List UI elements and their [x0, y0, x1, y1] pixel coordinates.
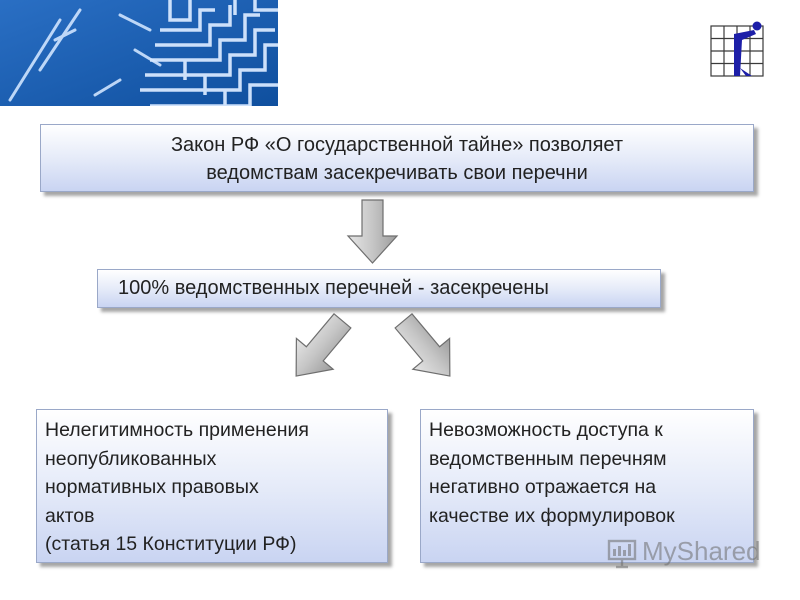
- access-line-4: качестве их формулировок: [429, 504, 675, 527]
- classified-lists-box: 100% ведомственных перечней - засекречен…: [97, 269, 661, 308]
- access-line-1: Невозможность доступа к: [429, 419, 663, 441]
- down-right-arrow-icon: [394, 312, 451, 377]
- illegitimacy-line-4: актов: [45, 504, 95, 527]
- access-line-3: негативно отражается на: [429, 476, 657, 498]
- illegitimacy-line-2: неопубликованных: [45, 447, 217, 470]
- access-line-2: ведомственным перечням: [429, 447, 667, 470]
- illegitimacy-line-1: Нелегитимность применения: [45, 419, 309, 441]
- myshared-watermark: MyShared: [606, 535, 770, 571]
- illegitimacy-line-3: нормативных правовых: [45, 476, 259, 498]
- classified-lists-text: 100% ведомственных перечней - засекречен…: [118, 277, 549, 299]
- watermark-text: MyShared: [642, 536, 761, 566]
- law-statement-line-1: Закон РФ «О государственной тайне» позво…: [170, 134, 624, 156]
- access-impossibility-box: Невозможность доступа к ведомственным пе…: [420, 409, 754, 563]
- down-arrow-icon: [346, 199, 399, 264]
- law-statement-box: Закон РФ «О государственной тайне» позво…: [40, 124, 754, 192]
- grid-figure-logo-icon: [710, 21, 764, 77]
- presentation-screen-icon: [607, 539, 637, 569]
- corner-maze-art: [0, 0, 278, 106]
- down-left-arrow-icon: [295, 312, 352, 377]
- illegitimacy-box: Нелегитимность применения неопубликованн…: [36, 409, 388, 563]
- law-statement-line-2: ведомствам засекречивать свои перечни: [206, 162, 588, 184]
- illegitimacy-line-5: (статья 15 Конституции РФ): [45, 533, 297, 555]
